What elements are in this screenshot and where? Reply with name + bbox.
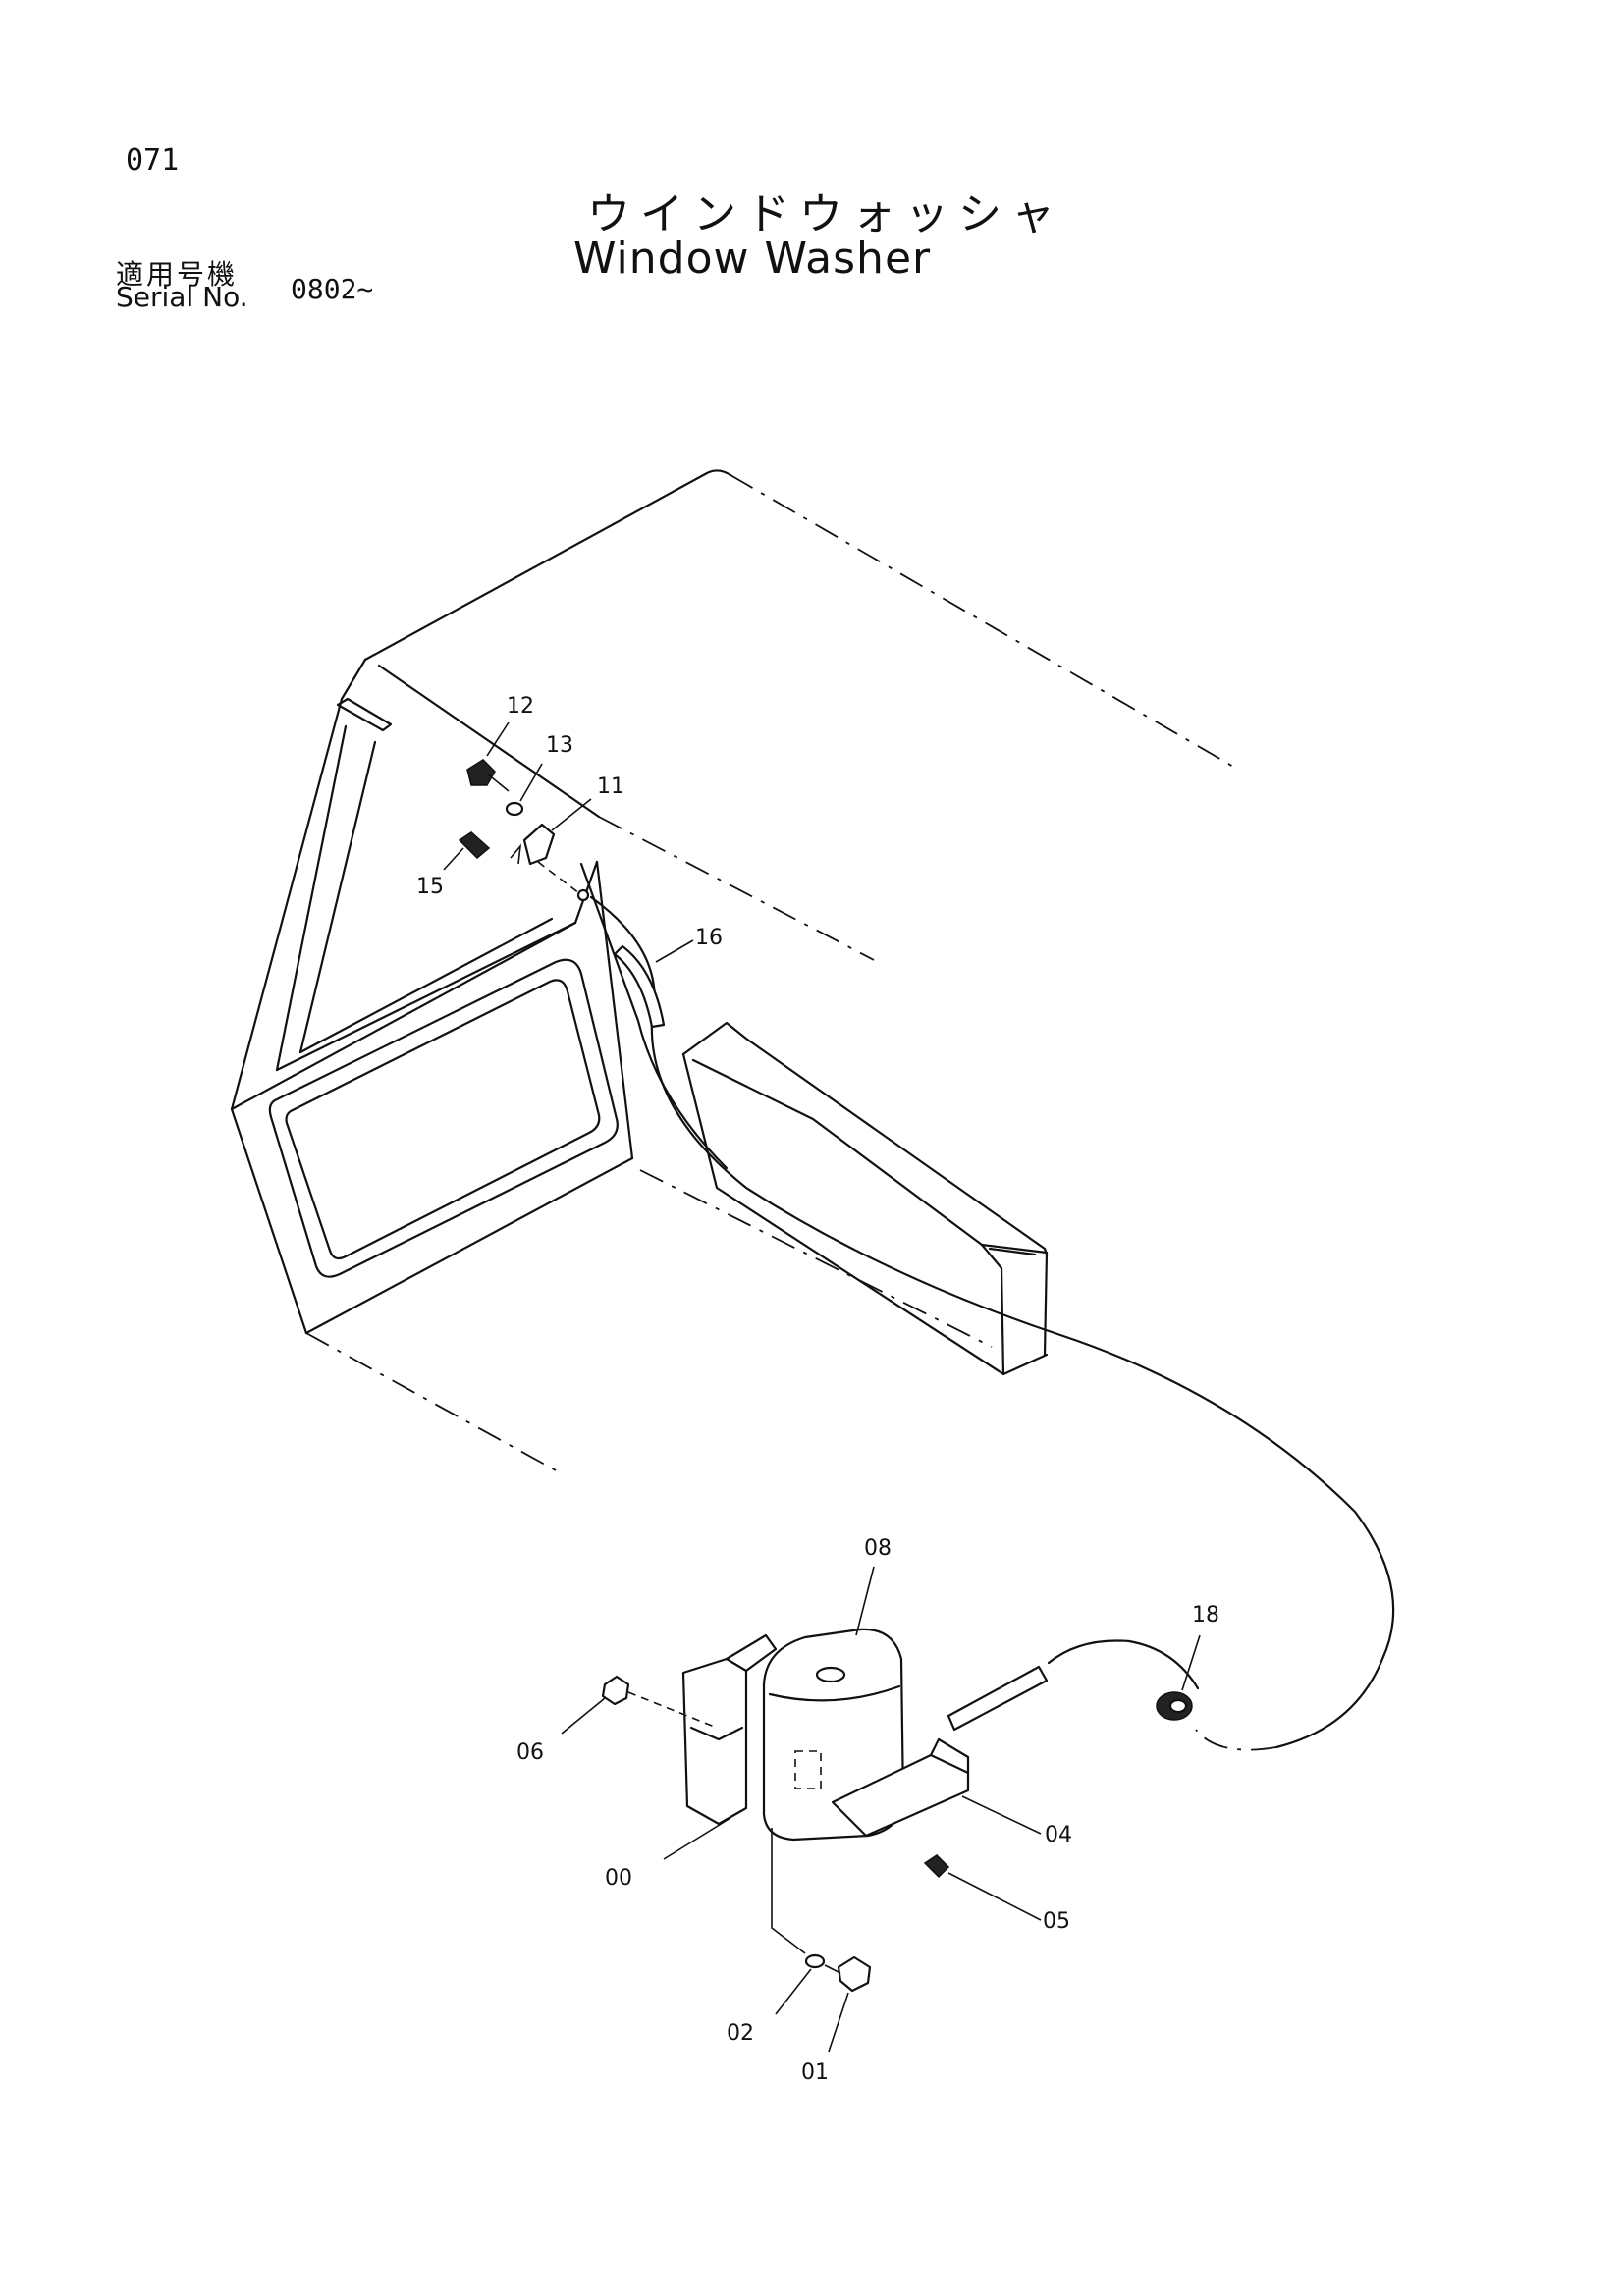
callout-02: 02 [727,2021,754,2046]
sill-edge [275,921,577,1072]
roof-inner-rear-edge [598,816,875,961]
cab-bottom-front-edge [304,1156,634,1335]
cab-waist-edge [230,921,577,1111]
title-english: Window Washer [573,234,932,284]
side-console [681,1021,1049,1376]
washer-part-02 [804,1953,826,1969]
serial-label-japanese: 適用号機 [116,258,239,291]
callout-12: 12 [507,694,534,719]
screw-part-05 [923,1854,950,1879]
bracket-part-11 [522,823,556,866]
strap-part-04 [831,1753,970,1838]
lower-window-inner [285,979,601,1260]
hose-main [589,895,1395,1749]
tank-top-line [768,1684,901,1702]
console-upper-face [691,1058,1049,1255]
cab-side-pillar [595,860,634,1160]
roof-lip [336,697,393,732]
nozzle-assembly [443,721,592,902]
nozzle-part-15 [458,831,491,860]
washer-tank-assembly [561,1566,1201,2053]
callout-11: 11 [597,774,624,799]
leader-02 [775,1968,812,2015]
callout-00: 00 [605,1866,632,1891]
front-window-bottom [298,917,554,1054]
lower-window-outer [268,958,619,1278]
hose-clamp-part-16 [613,944,666,1029]
callout-16: 16 [695,926,723,950]
leader-01 [828,1992,849,2053]
leader-05 [947,1872,1042,1921]
callout-06: 06 [516,1740,544,1765]
nozzle-axis [537,861,580,894]
serial-label-english: Serial No. [116,281,248,313]
pump-tube [947,1665,1049,1732]
serial-number-range: 0802~ [291,273,374,305]
callout-01: 01 [801,2060,829,2085]
leader-15 [443,847,464,871]
callout-05: 05 [1043,1909,1070,1934]
bolt-01-shank [824,1964,841,1974]
leader-08 [855,1566,875,1636]
bolt-part-01 [837,1955,872,1993]
leader-13 [519,763,543,802]
nut-axis [627,1691,718,1729]
callout-04: 04 [1045,1823,1072,1847]
grommet-hole [1168,1698,1188,1714]
bracket-00-top [725,1633,778,1673]
washer-hose [589,895,1395,1751]
console-cap-line [988,1247,1037,1256]
leader-16 [655,939,694,963]
title-japanese: ウインドウォッシャ [587,189,1064,240]
bracket-bend [510,843,522,865]
leader-06 [561,1697,606,1735]
mount-axis [771,1828,806,1954]
leader-12 [486,721,510,757]
callout-13: 13 [546,733,573,758]
nut-part-06 [601,1675,630,1706]
roof-inner-edge [377,664,601,819]
roof-right-edge [730,474,1236,769]
leader-18 [1181,1634,1201,1691]
hose-to-pump [1047,1639,1200,1690]
cab-floor-rear-line [639,1169,993,1348]
leader-00 [663,1817,731,1860]
front-pillar-inner [275,724,348,1072]
console-corner [980,1243,1005,1376]
console-top-edge [681,1021,1049,1256]
console-front-edge [681,1052,1049,1376]
bolt-part-12 [466,759,496,786]
leader-11 [551,798,592,831]
nozzle-hole [576,888,590,902]
console-rear-edge [1043,1251,1049,1357]
cab-body [230,469,1236,1471]
cab-front-left-pillar [230,697,344,1111]
front-window-left [298,740,377,1054]
leader-04 [961,1795,1042,1835]
bracket-00-fold [689,1726,744,1741]
callout-18: 18 [1192,1603,1219,1628]
page-number: 071 [126,143,180,178]
callout-labels: 12 13 11 15 16 08 18 06 04 00 05 02 01 [416,694,1219,2085]
callout-08: 08 [864,1536,892,1561]
cab-lower-left-edge [230,1107,308,1335]
washer-part-13 [505,801,524,817]
tank-pump-hidden [794,1750,822,1789]
roof-corner-edge [340,658,367,701]
bolt-12-shank [486,773,510,792]
cab-floor-line [305,1332,557,1471]
tank-cap [815,1666,846,1683]
bracket-part-00 [681,1657,748,1826]
roof-front-edge [363,469,732,662]
strap-04-tab [929,1737,970,1775]
door-curve [579,862,729,1170]
callout-15: 15 [416,875,444,899]
hose-end-dash [1195,1729,1277,1751]
